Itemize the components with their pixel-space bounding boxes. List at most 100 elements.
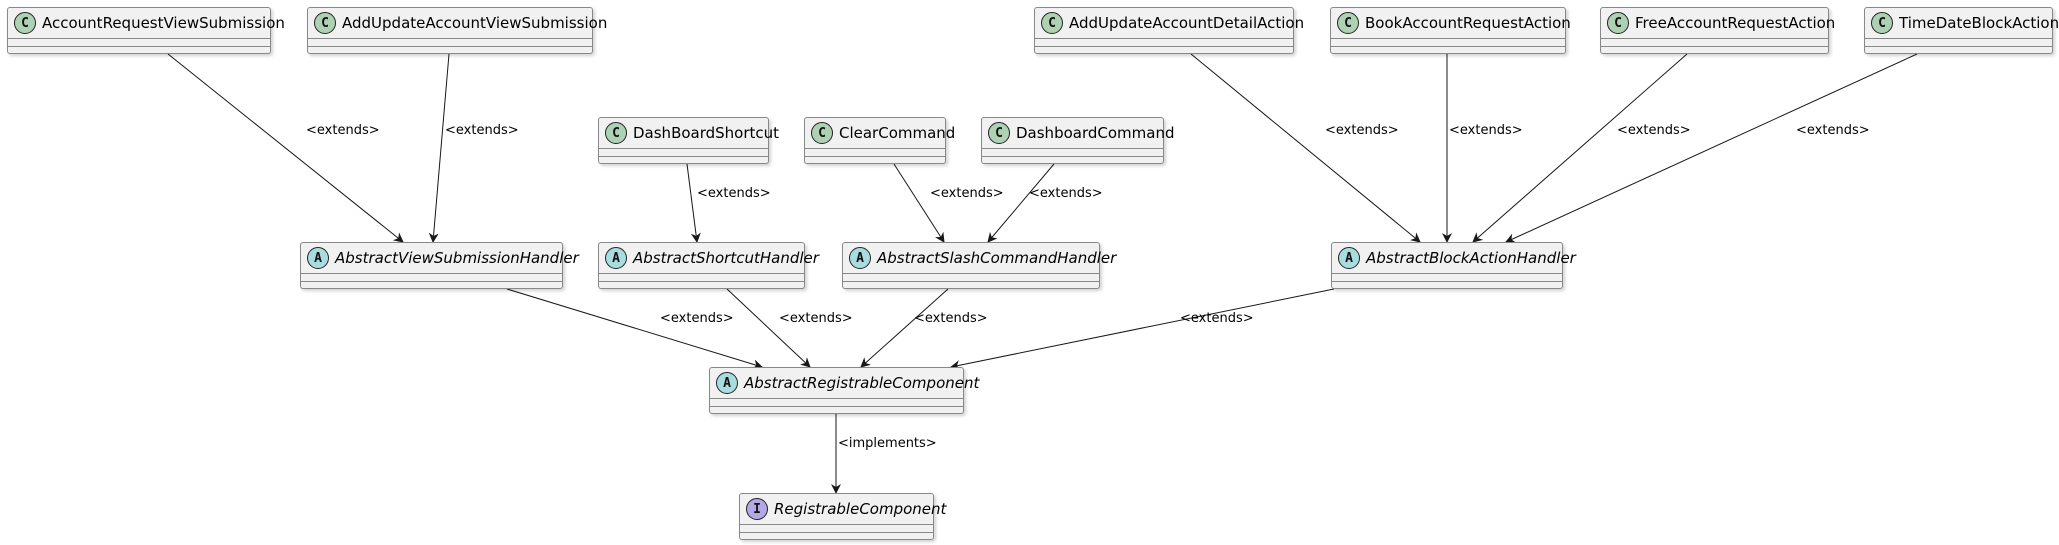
edge-label: <extends> [914, 311, 988, 326]
interface-box-rc[interactable]: I RegistrableComponent [739, 493, 946, 540]
class-header: C ClearCommand [805, 118, 955, 148]
class-box-bara[interactable]: C BookAccountRequestAction [1330, 7, 1571, 54]
methods-divider [740, 532, 933, 533]
class-box-tdba[interactable]: C TimeDateBlockAction [1864, 7, 2059, 54]
methods-divider [1331, 46, 1565, 47]
edge-auada-to-abah [1190, 53, 1421, 243]
class-name: AbstractBlockActionHandler [1366, 249, 1576, 267]
class-name: DashboardCommand [1016, 124, 1175, 142]
methods-divider [1035, 46, 1293, 47]
edge-label: <extends> [697, 186, 771, 201]
methods-divider [1332, 281, 1562, 282]
methods-divider [843, 281, 1099, 282]
methods-divider [982, 156, 1163, 157]
class-name: BookAccountRequestAction [1365, 14, 1571, 32]
abstract-box-ash[interactable]: A AbstractShortcutHandler [598, 242, 819, 289]
edge-arvs-to-avsh [167, 53, 404, 243]
edge-cc-to-asch [893, 163, 945, 243]
attributes-divider [740, 524, 933, 525]
class-name: ClearCommand [839, 124, 956, 142]
attributes-divider [982, 148, 1163, 149]
abstract-box-abah[interactable]: A AbstractBlockActionHandler [1331, 242, 1576, 289]
class-stereotype-icon: C [1871, 12, 1893, 34]
edge-label: <extends> [1617, 123, 1691, 138]
class-name: AbstractRegistrableComponent [744, 374, 980, 392]
class-header: C AccountRequestViewSubmission [8, 8, 285, 38]
interface-stereotype-icon: I [746, 498, 768, 520]
attributes-divider [1332, 273, 1562, 274]
class-header: A AbstractShortcutHandler [599, 243, 819, 273]
attributes-divider [1035, 38, 1293, 39]
class-stereotype-icon: C [14, 12, 36, 34]
methods-divider [301, 281, 562, 282]
edge-dbs-to-ash [686, 163, 701, 243]
attributes-divider [8, 38, 270, 39]
edge-label: <extends> [1449, 123, 1523, 138]
abstract-box-avsh[interactable]: A AbstractViewSubmissionHandler [300, 242, 579, 289]
edge-avsh-to-arc [506, 288, 763, 370]
edge-label: <extends> [1180, 311, 1254, 326]
class-header: I RegistrableComponent [740, 494, 946, 524]
class-header: C BookAccountRequestAction [1331, 8, 1571, 38]
class-stereotype-icon: C [314, 12, 336, 34]
attributes-divider [599, 148, 768, 149]
class-name: DashBoardShortcut [633, 124, 780, 142]
class-stereotype-icon: C [1041, 12, 1063, 34]
edge-label: <extends> [660, 311, 734, 326]
class-box-dbs[interactable]: C DashBoardShortcut [598, 117, 779, 164]
abstract-stereotype-icon: A [605, 247, 627, 269]
class-stereotype-icon: C [1337, 12, 1359, 34]
class-box-dc[interactable]: C DashboardCommand [981, 117, 1174, 164]
attributes-divider [308, 38, 592, 39]
methods-divider [599, 281, 804, 282]
attributes-divider [1331, 38, 1565, 39]
class-header: C AddUpdateAccountDetailAction [1035, 8, 1304, 38]
methods-divider [599, 156, 768, 157]
edge-fara-to-abah [1472, 53, 1688, 243]
abstract-stereotype-icon: A [716, 372, 738, 394]
class-box-cc[interactable]: C ClearCommand [804, 117, 955, 164]
edge-label: <extends> [930, 186, 1004, 201]
attributes-divider [843, 273, 1099, 274]
class-box-arvs[interactable]: C AccountRequestViewSubmission [7, 7, 285, 54]
class-header: A AbstractBlockActionHandler [1332, 243, 1576, 273]
abstract-stereotype-icon: A [849, 247, 871, 269]
edge-asch-to-arc [860, 288, 949, 368]
class-name: TimeDateBlockAction [1899, 14, 2059, 32]
class-name: AbstractShortcutHandler [633, 249, 819, 267]
abstract-stereotype-icon: A [1338, 247, 1360, 269]
edge-abah-to-arc [950, 288, 1335, 371]
class-stereotype-icon: C [988, 122, 1010, 144]
class-box-auada[interactable]: C AddUpdateAccountDetailAction [1034, 7, 1304, 54]
class-name: AbstractViewSubmissionHandler [335, 249, 579, 267]
attributes-divider [301, 273, 562, 274]
attributes-divider [599, 273, 804, 274]
abstract-box-arc[interactable]: A AbstractRegistrableComponent [709, 367, 979, 414]
methods-divider [805, 156, 945, 157]
edge-tdba-to-abah [1505, 53, 1918, 243]
class-name: RegistrableComponent [774, 500, 947, 518]
attributes-divider [805, 148, 945, 149]
edge-ash-to-arc [726, 288, 811, 368]
edge-dc-to-asch [987, 163, 1055, 243]
class-stereotype-icon: C [605, 122, 627, 144]
class-header: C TimeDateBlockAction [1865, 8, 2059, 38]
class-name: AddUpdateAccountDetailAction [1069, 14, 1305, 32]
attributes-divider [1601, 38, 1828, 39]
class-header: A AbstractRegistrableComponent [710, 368, 979, 398]
abstract-stereotype-icon: A [307, 247, 329, 269]
methods-divider [710, 406, 963, 407]
class-stereotype-icon: C [811, 122, 833, 144]
edge-label: <implements> [838, 436, 937, 451]
class-name: FreeAccountRequestAction [1635, 14, 1836, 32]
class-name: AccountRequestViewSubmission [42, 14, 285, 32]
methods-divider [1865, 46, 2052, 47]
edge-label: <extends> [1029, 186, 1103, 201]
